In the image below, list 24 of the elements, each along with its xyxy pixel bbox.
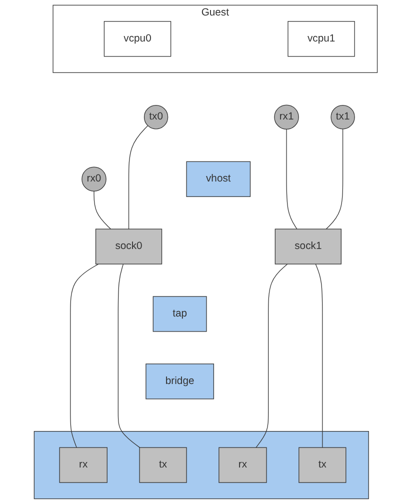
node-box: vcpu1 [288,21,356,57]
connector [256,264,288,448]
node-box: tx [298,447,346,483]
node-box: vcpu0 [104,21,172,57]
connector [326,128,344,230]
cluster [34,431,370,500]
connector [118,264,140,448]
node-circle: rx1 [274,104,300,130]
node-box: tx [140,447,188,483]
node-box: bridge [146,364,214,400]
node-box: vhost [186,161,251,197]
connector [286,128,298,230]
connector [94,190,112,230]
node-circle: tx0 [144,105,168,130]
node-circle: tx1 [330,105,356,130]
node-box: rx [60,447,108,483]
connector [316,264,323,448]
node-box: sock0 [96,228,162,264]
node-box: tap [153,296,208,332]
node-box: rx [218,447,268,483]
node-box: sock1 [275,228,342,264]
node-circle: rx0 [82,166,107,192]
connector [128,125,148,230]
connector [70,264,100,448]
